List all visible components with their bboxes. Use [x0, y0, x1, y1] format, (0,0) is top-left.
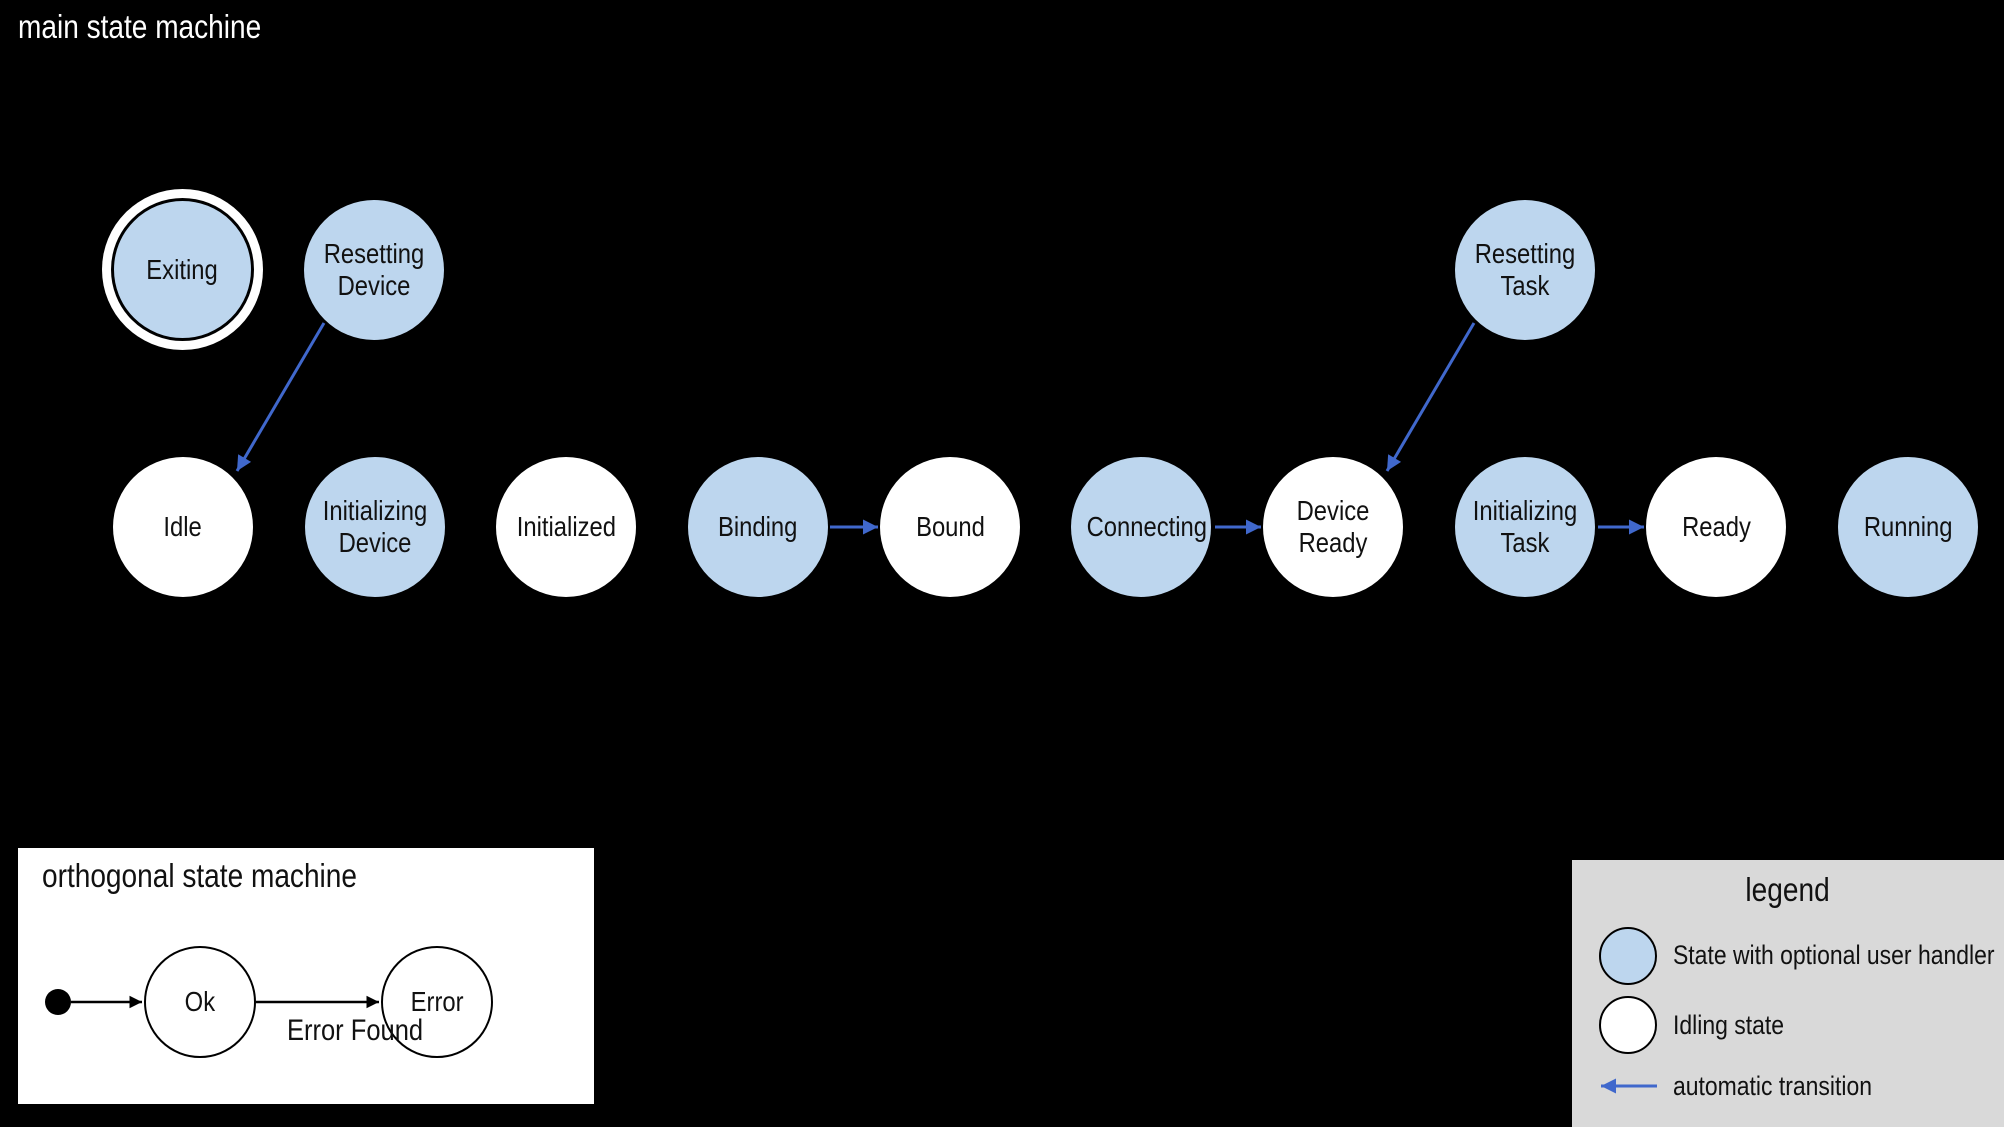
state-initialized: Initialized — [496, 457, 636, 597]
state-bound: Bound — [880, 457, 1020, 597]
main-machine-title: main state machine — [18, 8, 304, 46]
state-device-ready: Device Ready — [1263, 457, 1403, 597]
idling-state-swatch-icon — [1599, 996, 1657, 1054]
state-label: Binding — [718, 511, 798, 542]
legend-title: legend — [1572, 872, 2004, 908]
state-resetting-device: Resetting Device — [304, 200, 444, 340]
state-label: Initializing Device — [322, 495, 428, 558]
state-idle: Idle — [113, 457, 253, 597]
transition-label-text: Error Found — [287, 1014, 424, 1047]
legend-item-label: Idling state — [1673, 1010, 1785, 1040]
state-connecting: Connecting — [1071, 457, 1211, 597]
state-exiting-final-ring: Exiting — [102, 189, 263, 350]
state-label: Bound — [915, 511, 985, 542]
legend-item-label: automatic transition — [1673, 1071, 1873, 1101]
transition-resetting-device-to-idle — [235, 322, 326, 472]
state-initializing-device: Initializing Device — [305, 457, 445, 597]
legend-item-handler-state: State with optional user handler — [1673, 940, 2004, 970]
orthogonal-machine-title-text: orthogonal state machine — [42, 857, 357, 894]
legend-panel: legend State with optional user handler … — [1572, 860, 2004, 1127]
state-label: Initialized — [516, 511, 616, 542]
state-exiting: Exiting — [111, 198, 254, 341]
state-running: Running — [1838, 457, 1978, 597]
state-ready: Ready — [1646, 457, 1786, 597]
main-machine-title-text: main state machine — [18, 8, 262, 45]
legend-item-idling-state: Idling state — [1673, 1010, 1804, 1040]
orthogonal-machine-panel: orthogonal state machine Ok Error Error … — [18, 848, 594, 1104]
state-binding: Binding — [688, 457, 828, 597]
state-label: Initializing Task — [1472, 495, 1578, 558]
state-label: Resetting Device — [323, 238, 425, 301]
legend-item-label: State with optional user handler — [1673, 940, 1995, 970]
state-error: Error — [381, 946, 493, 1058]
state-label: Running — [1863, 511, 1953, 542]
transition-label-error-found: Error Found — [287, 1014, 447, 1048]
handler-state-swatch-icon — [1599, 927, 1657, 985]
state-resetting-task: Resetting Task — [1455, 200, 1595, 340]
transition-resetting-task-to-device-ready — [1385, 322, 1476, 472]
state-label: Device Ready — [1296, 495, 1370, 558]
state-label: Resetting Task — [1474, 238, 1576, 301]
state-initializing-task: Initializing Task — [1455, 457, 1595, 597]
state-label: Idle — [163, 511, 203, 542]
state-label: Error — [410, 986, 464, 1017]
orthogonal-machine-title: orthogonal state machine — [42, 858, 413, 894]
state-label: Connecting — [1086, 511, 1208, 542]
state-label: Ok — [184, 986, 216, 1017]
legend-item-automatic-transition: automatic transition — [1673, 1071, 1907, 1101]
legend-title-text: legend — [1745, 871, 1831, 908]
state-ok: Ok — [144, 946, 256, 1058]
state-label: Exiting — [146, 253, 219, 285]
state-label: Ready — [1681, 511, 1751, 542]
